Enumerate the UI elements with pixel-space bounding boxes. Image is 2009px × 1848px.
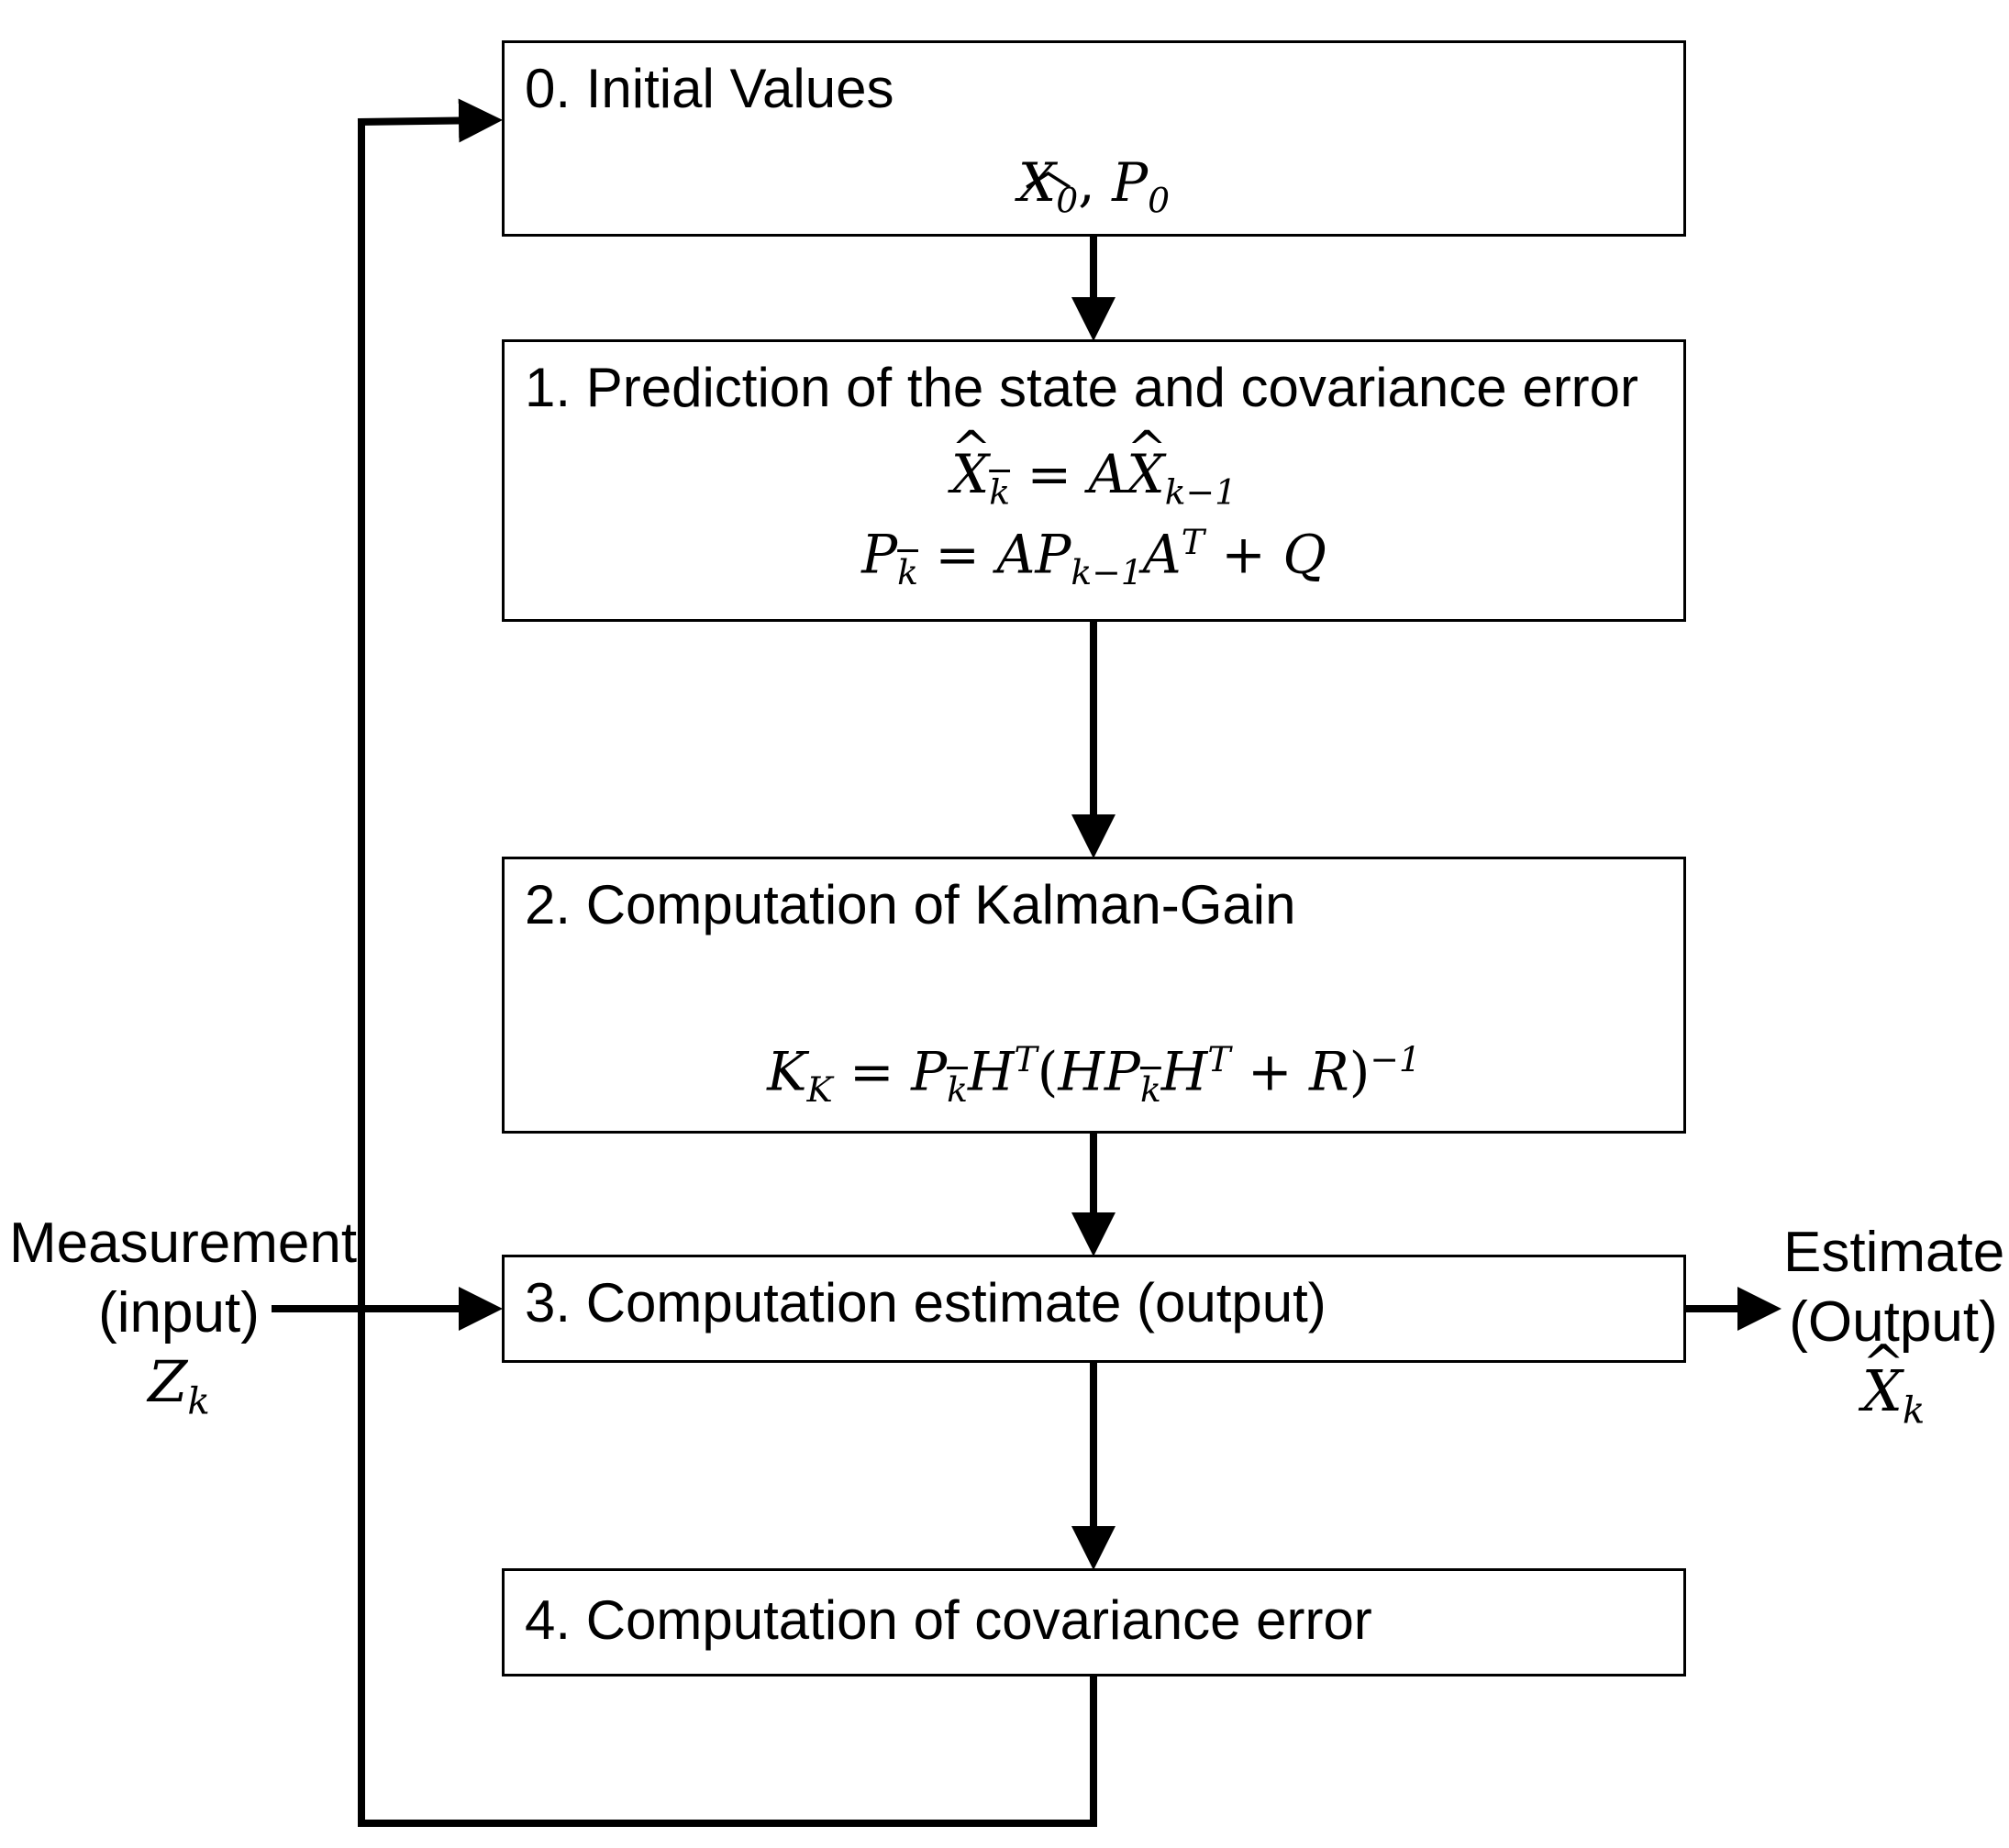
wide-hat-mark: ︿ (1024, 141, 1072, 197)
p0-subscript: 0 (1148, 180, 1171, 221)
state-matrix-a: A (1088, 443, 1127, 505)
hat-mark: ^ (1861, 1334, 1905, 1395)
x0-subscript: 0 (1056, 180, 1079, 221)
x0-hat: ︿X0 (1017, 142, 1079, 221)
step-2-heading: 2. Computation of Kalman-Gain (525, 874, 1296, 935)
prev-state-hat: ^X (1127, 422, 1167, 505)
cov-matrix-a-transpose: A (1142, 523, 1182, 586)
transpose-superscript: T (1181, 522, 1204, 562)
measurement-variable: Zk (9, 1347, 349, 1424)
estimate-line1: Estimate (1783, 1221, 2005, 1284)
cov-prev-symbol: P (1035, 523, 1071, 586)
gain-h3-symbol: H (1160, 1040, 1208, 1103)
estimate-hat: ^X (1861, 1334, 1905, 1426)
measurement-line2: (input) (98, 1280, 260, 1345)
step-0-equation: ︿X0, P0 (505, 142, 1683, 221)
step-4-heading: 4. Computation of covariance error (525, 1589, 1372, 1651)
gain-h-transpose: T (1014, 1039, 1038, 1079)
cov-prev-subscript: k−1 (1071, 551, 1143, 592)
step-1-prediction-box: 1. Prediction of the state and covarianc… (502, 339, 1686, 622)
prev-state-subscript: k−1 (1164, 471, 1238, 513)
measurement-noise-r: R (1309, 1040, 1349, 1103)
measurement-line1: Measurement (9, 1212, 358, 1275)
step-4-covariance-box: 4. Computation of covariance error (502, 1568, 1686, 1676)
gain-p2-subscript: k (1139, 1068, 1161, 1110)
prev-state-symbol: X (1127, 443, 1165, 505)
estimate-subscript: k (1902, 1389, 1926, 1433)
step-1-heading: 1. Prediction of the state and covarianc… (525, 357, 1639, 418)
arrow-loop-to-0 (357, 98, 503, 143)
gain-symbol: K (767, 1040, 807, 1103)
step-1-covariance-equation: Pk = APk−1AT + Q (861, 522, 1326, 592)
step-3-estimate-box: 3. Computation estimate (output) (502, 1255, 1686, 1363)
step-2-kalman-gain-box: 2. Computation of Kalman-Gain KK = PkHT(… (502, 857, 1686, 1134)
gain-h3-transpose: T (1207, 1039, 1231, 1079)
p0-symbol: P (1112, 151, 1149, 214)
step-0-heading: 0. Initial Values (525, 58, 894, 119)
step-1-state-equation: ^Xk = A^Xk−1 (950, 421, 1238, 513)
gain-p-symbol: P (911, 1040, 948, 1103)
gain-h2-symbol: H (1058, 1040, 1104, 1103)
measurement-input-label: Measurement (input) Zk (9, 1209, 358, 1424)
measurement-subscript: k (187, 1379, 210, 1423)
cov-lhs-symbol: P (861, 523, 898, 586)
measurement-symbol: Z (148, 1348, 188, 1416)
state-lhs-subscript: k (989, 471, 1011, 513)
step-2-gain-equation: KK = PkHT(HPkHT + R)−1 (767, 1039, 1421, 1110)
step-3-heading: 3. Computation estimate (output) (525, 1272, 1326, 1333)
step-0-initial-values-box: 0. Initial Values ︿X0, P0 (502, 40, 1686, 237)
cov-matrix-a: A (996, 523, 1036, 586)
gain-p2-symbol: P (1104, 1040, 1140, 1103)
x0-symbol: X (1017, 151, 1057, 214)
gain-p-subscript: k (947, 1068, 968, 1110)
gain-h-symbol: H (967, 1040, 1015, 1103)
hat-mark: ^ (1127, 421, 1168, 477)
cov-lhs-subscript: k (897, 551, 918, 592)
process-noise-q: Q (1282, 523, 1326, 586)
state-hat: ^X (950, 422, 992, 505)
hat-mark: ^ (950, 421, 992, 477)
estimate-variable: ^Xk (1783, 1334, 2003, 1433)
estimate-symbol: X (1861, 1357, 1903, 1425)
estimate-output-label: Estimate (Output) ^Xk (1783, 1218, 2005, 1433)
gain-subscript: K (806, 1068, 833, 1110)
inverse-superscript: −1 (1370, 1039, 1421, 1079)
estimate-line2: (Output) (1789, 1289, 1998, 1354)
state-lhs-symbol: X (950, 443, 990, 505)
feedback-loop (358, 122, 1097, 1827)
